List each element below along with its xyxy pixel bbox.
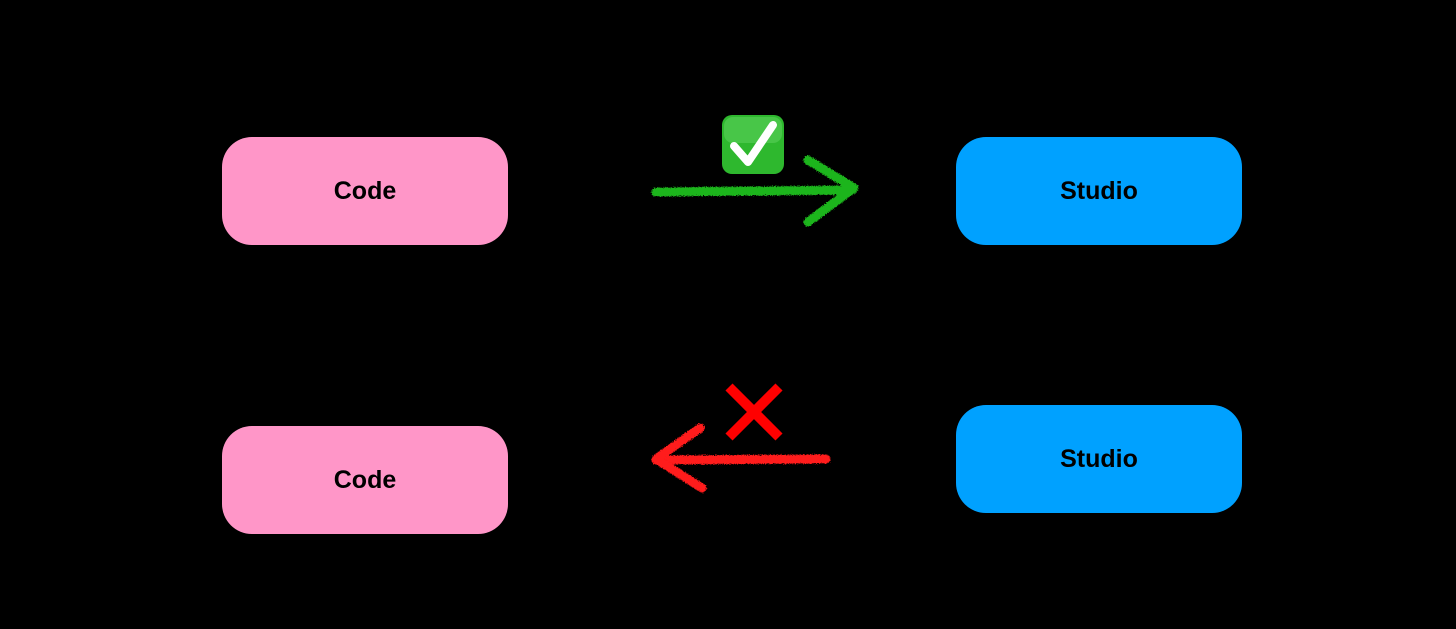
code-box-bottom: Code <box>222 426 508 534</box>
fail-arrow <box>651 423 831 493</box>
code-box-bottom-label: Code <box>333 465 397 494</box>
success-arrow <box>651 155 859 227</box>
cross-mark-icon <box>725 383 783 441</box>
studio-box-top-label: Studio <box>1060 176 1138 205</box>
code-box-top-label: Code <box>333 176 397 205</box>
code-box-top: Code <box>222 137 508 245</box>
studio-box-top: Studio <box>956 137 1242 245</box>
studio-box-bottom: Studio <box>956 405 1242 513</box>
studio-box-bottom-label: Studio <box>1060 444 1138 473</box>
check-mark-icon <box>722 115 784 174</box>
